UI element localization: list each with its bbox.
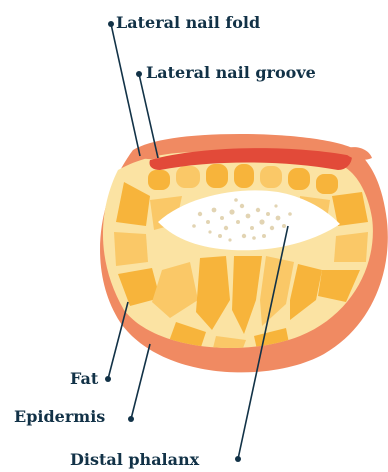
label-epidermis: Epidermis bbox=[14, 408, 105, 426]
label-distal-phalanx: Distal phalanx bbox=[70, 451, 199, 469]
leader-lateral-nail-fold bbox=[111, 24, 140, 156]
label-lateral-nail-groove: Lateral nail groove bbox=[146, 64, 316, 82]
label-fat: Fat bbox=[70, 370, 98, 388]
label-lateral-nail-fold: Lateral nail fold bbox=[116, 14, 260, 32]
leader-epidermis bbox=[131, 344, 150, 419]
